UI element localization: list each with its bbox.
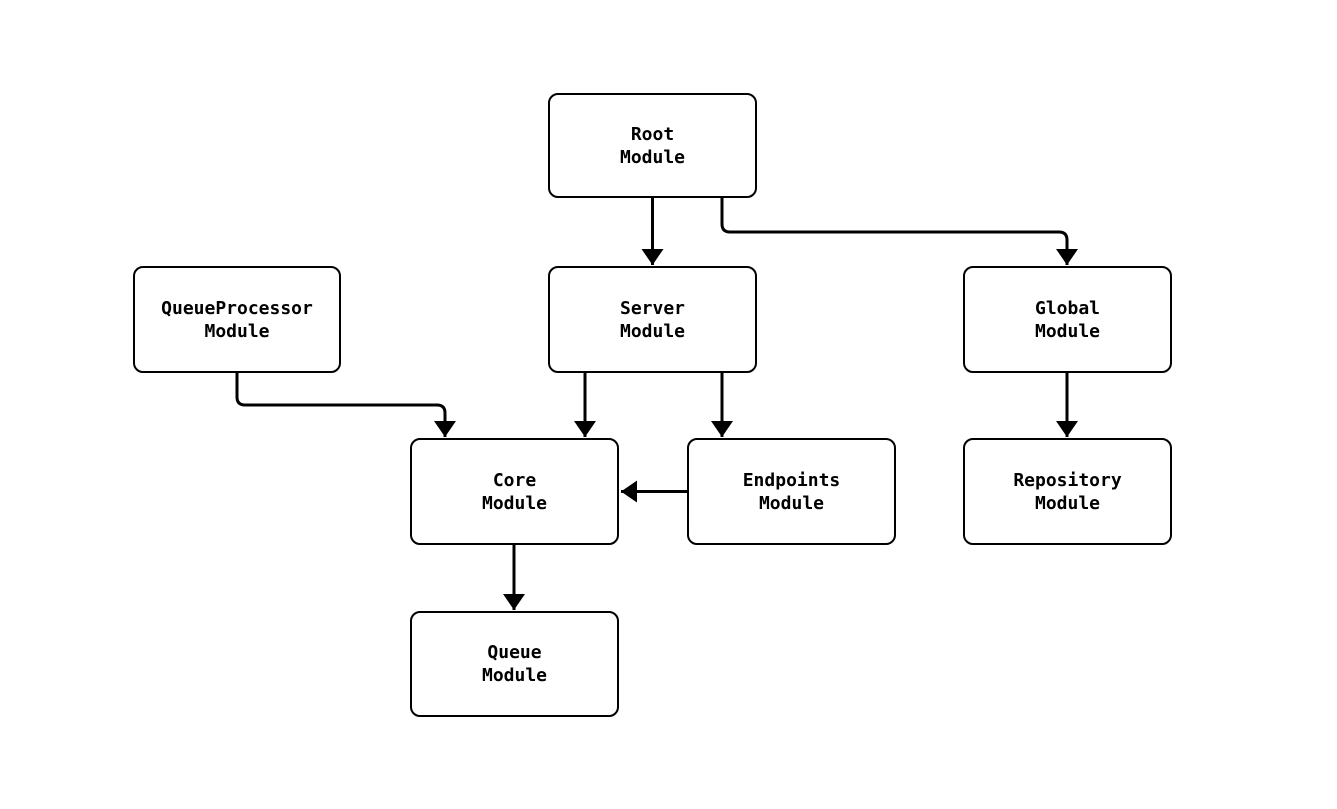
node-global-module: Global Module [963,266,1172,373]
node-label: Core Module [481,469,548,514]
edge-queueprocessor-to-core [235,373,456,437]
node-queueprocessor-module: QueueProcessor Module [133,266,341,373]
node-core-module: Core Module [410,438,619,545]
node-label: Root Module [619,123,686,168]
node-label: Endpoints Module [742,469,841,514]
node-label: QueueProcessor Module [161,297,313,342]
node-label: Repository Module [1013,469,1122,514]
node-label: Global Module [1034,297,1101,342]
node-repository-module: Repository Module [963,438,1172,545]
node-label: Queue Module [481,642,548,686]
node-root-module: Root Module [548,93,757,198]
node-endpoints-module: Endpoints Module [687,438,896,545]
node-label: Server Module [619,297,686,342]
edge-root-to-global [720,198,1078,265]
node-server-module: Server Module [548,266,757,373]
node-queue-module: Queue Module [410,611,619,717]
